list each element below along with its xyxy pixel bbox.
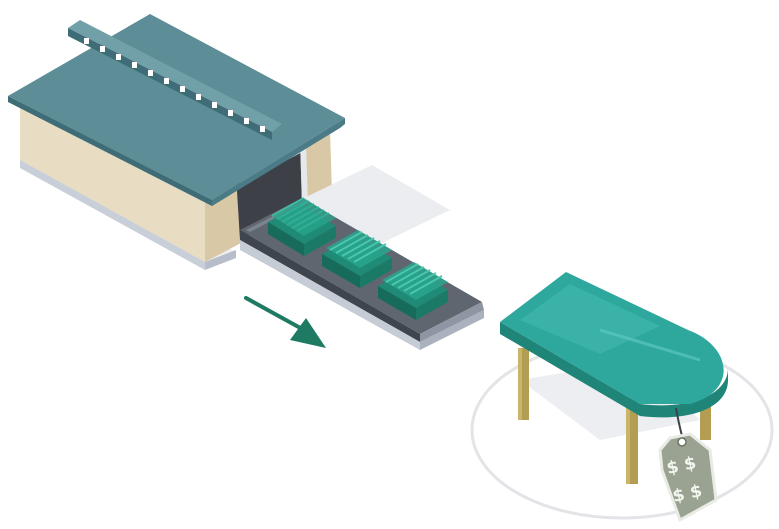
- product-stack-icon: [268, 197, 448, 320]
- price-tag-icon: $ $ $ $: [658, 407, 718, 523]
- warehouse-icon: [8, 14, 345, 270]
- direction-arrow-icon: [244, 296, 326, 348]
- table-icon: [470, 272, 774, 520]
